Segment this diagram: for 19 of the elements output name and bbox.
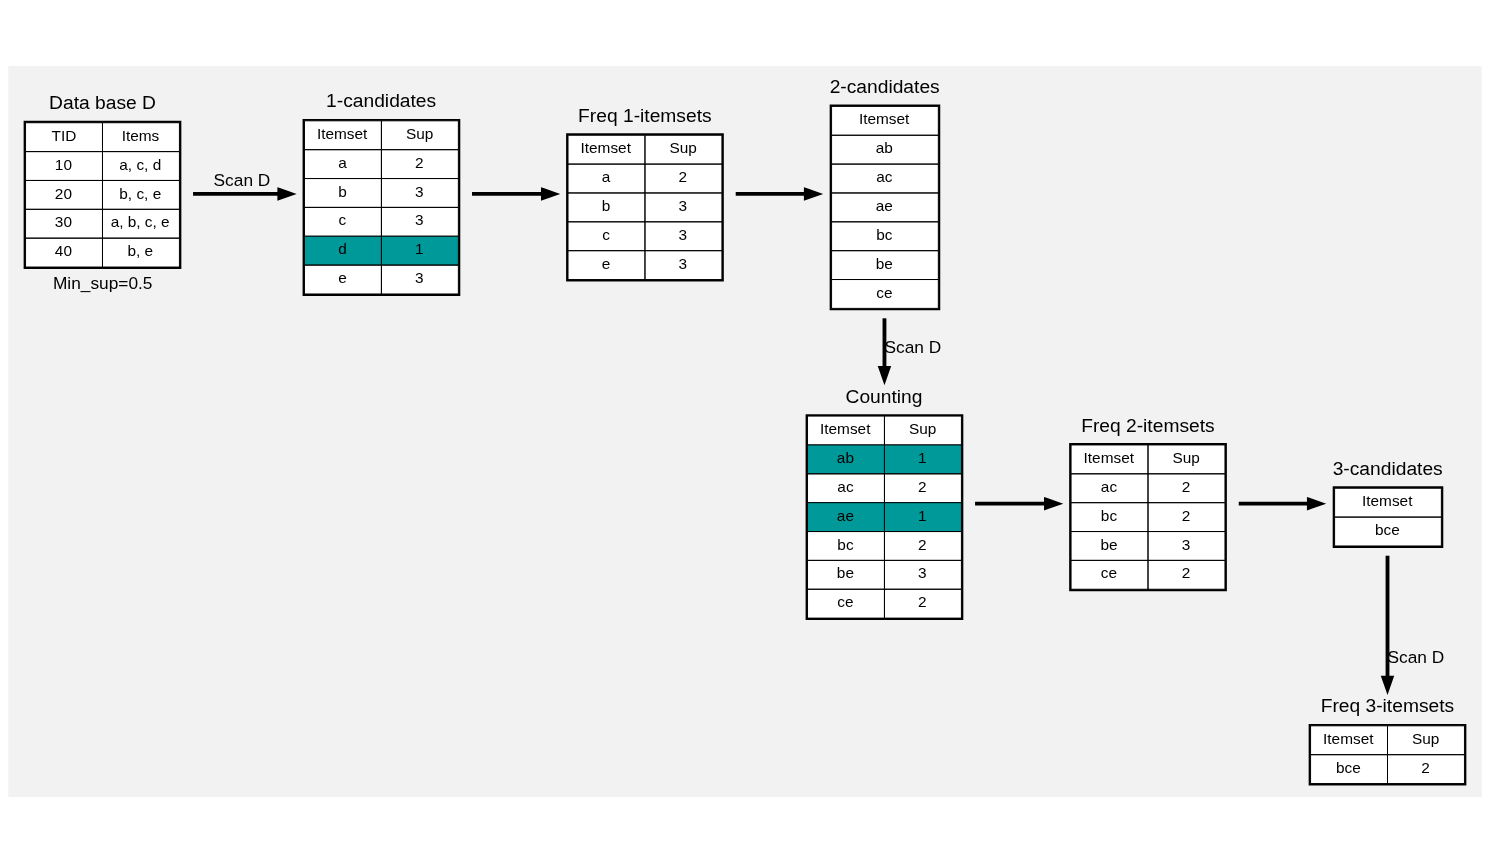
arrow [877, 318, 892, 386]
node-label: 3-candidates [1332, 457, 1443, 479]
arrow [193, 187, 297, 201]
arrow [1238, 496, 1327, 511]
arrow [1380, 555, 1395, 696]
arrow [472, 187, 561, 201]
node-label: 1-candidates [326, 90, 437, 112]
node-label: Data base D [49, 92, 156, 114]
node-label: Min_sup=0.5 [52, 272, 153, 293]
edge-label: Scan D [213, 169, 271, 190]
arrow [975, 496, 1064, 511]
node-label: Counting [845, 385, 923, 407]
arrow [735, 187, 824, 201]
edge-label: Scan D [1387, 646, 1445, 667]
edge-label: Scan D [884, 337, 942, 358]
node-label: Freq 2-itemsets [1081, 414, 1215, 436]
node-label: 2-candidates [829, 75, 940, 97]
node-label: Freq 1-itemsets [578, 104, 712, 126]
node-label: Freq 3-itemsets [1320, 695, 1455, 717]
